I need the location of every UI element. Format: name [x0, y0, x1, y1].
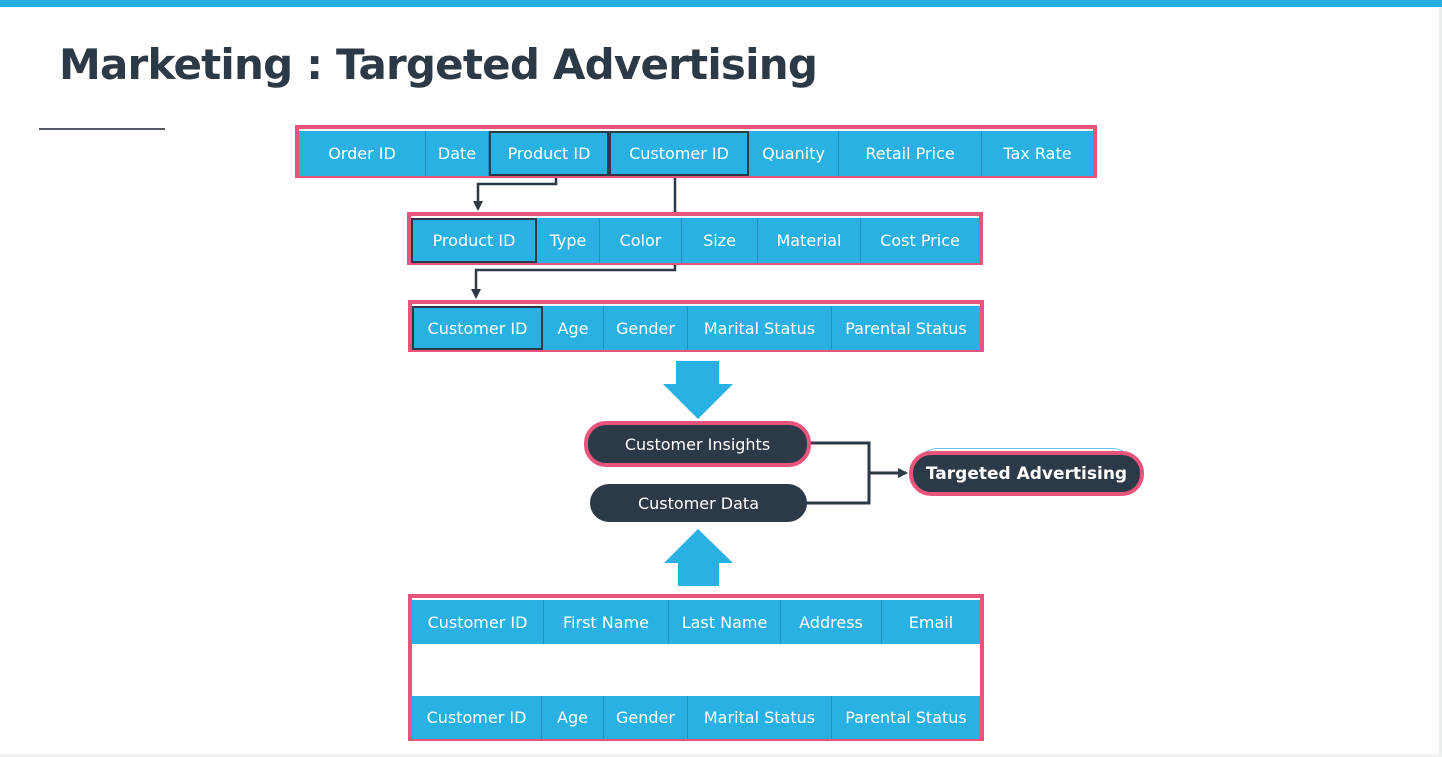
- field-retail-price: Retail Price: [839, 131, 982, 176]
- field-customer-id: Customer ID: [412, 600, 544, 644]
- orders-table: Order ID Date Product ID Customer ID Qua…: [295, 125, 1097, 178]
- field-parental-status: Parental Status: [845, 708, 967, 727]
- field-quantity: Quanity: [749, 131, 839, 176]
- products-table: Product ID Type Color Size Material Cost…: [407, 212, 983, 265]
- connector-insights: [806, 441, 871, 505]
- demographics-table: Customer ID Age Gender Marital Status Pa…: [408, 300, 984, 352]
- field-age: Age: [543, 306, 604, 350]
- targeted-advertising-node: Targeted Advertising: [909, 451, 1144, 496]
- field-parental-status: Parental Status: [845, 318, 967, 338]
- field-material: Material: [758, 218, 861, 263]
- field-tax-rate: Tax Rate: [1003, 144, 1072, 163]
- customer-combined-table: Customer ID First Name Last Name Address…: [408, 594, 984, 741]
- block-arrow-up-icon: [664, 529, 733, 586]
- orders-row: Order ID Date Product ID Customer ID Qua…: [299, 131, 1093, 176]
- slide-right-edge: [1439, 7, 1442, 757]
- block-arrow-down-icon: [663, 361, 733, 419]
- top-accent-bar: [0, 0, 1442, 7]
- field-size: Size: [682, 218, 758, 263]
- field-marital-status: Marital Status: [688, 696, 832, 739]
- field-first-name: First Name: [544, 600, 669, 644]
- slide-bottom-edge: [0, 754, 1442, 757]
- customer-demographics-row: Customer ID Age Gender Marital Status Pa…: [412, 696, 980, 739]
- field-address: Address: [781, 600, 882, 644]
- field-age: Age: [542, 696, 604, 739]
- field-email: Email: [908, 612, 954, 632]
- field-marital-status: Marital Status: [688, 306, 832, 350]
- field-gender: Gender: [604, 696, 688, 739]
- title-underline: [39, 128, 165, 130]
- field-customer-id: Customer ID: [412, 306, 543, 350]
- field-color: Color: [600, 218, 682, 263]
- customer-data-node: Customer Data: [590, 484, 807, 522]
- connector-product-id: [473, 178, 558, 211]
- page-title: Marketing : Targeted Advertising: [59, 40, 818, 89]
- products-row: Product ID Type Color Size Material Cost…: [411, 218, 979, 263]
- field-product-id: Product ID: [489, 131, 609, 176]
- field-product-id: Product ID: [411, 218, 537, 263]
- demographics-row: Customer ID Age Gender Marital Status Pa…: [412, 306, 980, 350]
- field-gender: Gender: [604, 306, 688, 350]
- field-order-id: Order ID: [299, 131, 426, 176]
- field-type: Type: [537, 218, 600, 263]
- field-cost-price: Cost Price: [880, 231, 960, 250]
- field-date: Date: [426, 131, 489, 176]
- field-customer-id: Customer ID: [609, 131, 749, 176]
- customer-contact-row: Customer ID First Name Last Name Address…: [412, 600, 980, 644]
- customer-insights-node: Customer Insights: [584, 421, 811, 467]
- field-customer-id: Customer ID: [412, 696, 542, 739]
- field-last-name: Last Name: [669, 600, 781, 644]
